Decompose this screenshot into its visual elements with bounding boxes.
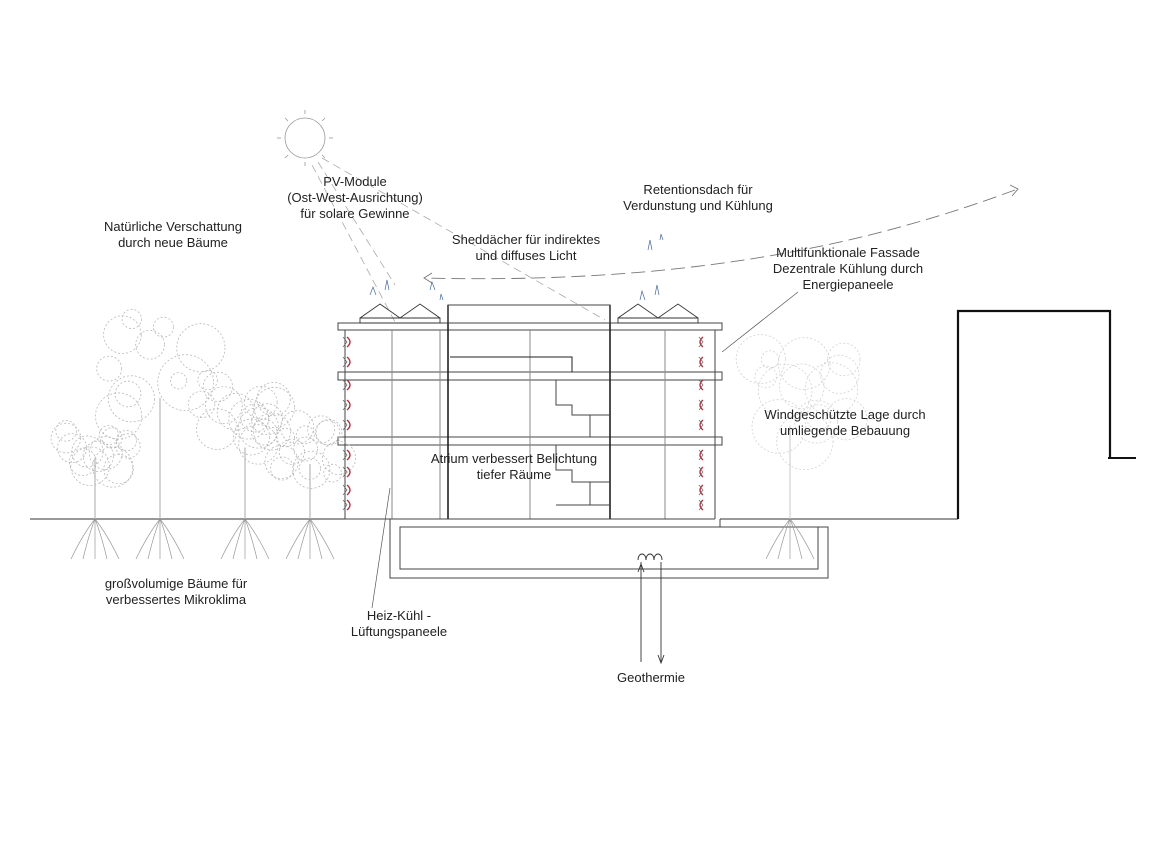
label-natural-shading: Natürliche Verschattung durch neue Bäume xyxy=(104,219,242,251)
geothermal-loop-icon xyxy=(637,553,665,665)
label-line: Multifunktionale Fassade xyxy=(776,245,920,260)
label-line: und diffuses Licht xyxy=(475,248,577,263)
leader-lines xyxy=(371,291,799,609)
label-shed-roofs: Sheddächer für indirektes und diffuses L… xyxy=(452,232,600,264)
label-line: Dezentrale Kühlung durch xyxy=(772,261,924,276)
building-frame xyxy=(337,304,723,520)
label-line: durch neue Bäume xyxy=(118,235,228,250)
neighbour-building xyxy=(956,309,1112,519)
tree-icon xyxy=(95,308,233,560)
tree-icon xyxy=(264,410,356,560)
label-line: Heiz-Kühl - xyxy=(366,608,432,623)
facade-panel-icon xyxy=(698,484,704,496)
facade-panel-icon xyxy=(698,466,704,478)
label-wind-protection: Windgeschützte Lage durch umliegende Beb… xyxy=(764,407,925,439)
facade-panel-icon xyxy=(342,499,351,511)
facade-panel-icon xyxy=(342,466,351,478)
label-line: umliegende Bebauung xyxy=(779,423,911,438)
facade-panel-icon xyxy=(342,419,351,431)
label-facade: Multifunktionale Fassade Dezentrale Kühl… xyxy=(773,245,923,293)
facade-panel-icon xyxy=(698,499,704,511)
facade-panel-icon xyxy=(342,336,351,348)
sun-rays xyxy=(311,157,606,323)
facade-panel-icon xyxy=(342,484,351,496)
label-big-trees: großvolumige Bäume für verbessertes Mikr… xyxy=(105,576,247,608)
label-line: Energiepaneele xyxy=(802,277,894,292)
tree-icon xyxy=(735,334,868,560)
facade-panel-icon xyxy=(342,379,351,391)
trees-left xyxy=(50,308,356,560)
trees-right xyxy=(735,334,868,560)
facade-panel-icon xyxy=(698,399,704,411)
facade-panel-icon xyxy=(698,419,704,431)
label-line: Sheddächer für indirektes xyxy=(451,232,601,247)
facade-panel-icon xyxy=(342,399,351,411)
label-line: Atrium verbessert Belichtung xyxy=(430,451,598,466)
facade-panel-icon xyxy=(698,336,704,348)
facade-panel-icon xyxy=(342,356,351,368)
facade-panel-icon xyxy=(342,449,351,461)
airflow-arrow xyxy=(423,184,1019,284)
tree-icon xyxy=(50,420,141,560)
label-line: Retentionsdach für xyxy=(643,182,753,197)
label-pv-modules: PV-Module (Ost-West-Ausrichtung) für sol… xyxy=(287,174,423,222)
label-line: Windgeschützte Lage durch xyxy=(764,407,926,422)
roof-plants xyxy=(369,233,664,301)
label-line: für solare Gewinne xyxy=(300,206,410,221)
basement xyxy=(389,519,829,579)
facade-panel-icon xyxy=(698,356,704,368)
label-line: Lüftungspaneele xyxy=(350,624,448,639)
ground-line xyxy=(30,457,1136,520)
label-atrium: Atrium verbessert Belichtung tiefer Räum… xyxy=(431,451,597,483)
label-geothermal: Geothermie xyxy=(617,670,685,686)
label-line: Geothermie xyxy=(617,670,685,685)
label-line: tiefer Räume xyxy=(476,467,552,482)
label-line: (Ost-West-Ausrichtung) xyxy=(287,190,423,205)
label-panels: Heiz-Kühl - Lüftungspaneele xyxy=(351,608,447,640)
label-line: Verdunstung und Kühlung xyxy=(623,198,773,213)
facade-panel-icon xyxy=(698,449,704,461)
shed-roofs xyxy=(359,303,699,324)
label-line: großvolumige Bäume für xyxy=(104,576,248,591)
facade-panel-icon xyxy=(698,379,704,391)
label-line: verbessertes Mikroklima xyxy=(105,592,247,607)
facade-panels xyxy=(342,336,704,511)
sun-icon xyxy=(277,110,333,166)
label-line: PV-Module xyxy=(323,174,387,189)
label-line: Natürliche Verschattung xyxy=(103,219,243,234)
label-retention-roof: Retentionsdach für Verdunstung und Kühlu… xyxy=(623,182,773,214)
tree-icon xyxy=(196,382,295,560)
